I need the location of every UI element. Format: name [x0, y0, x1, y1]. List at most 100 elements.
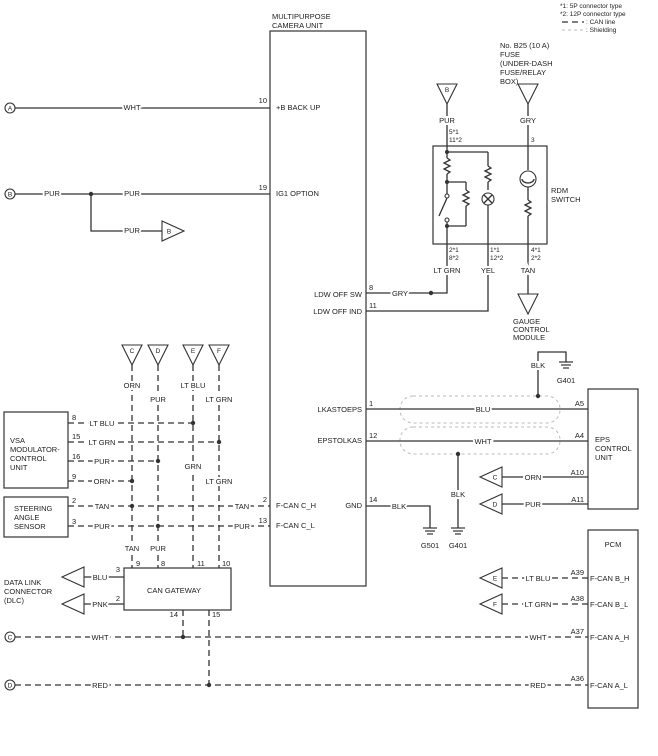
junction-shield-top: [535, 393, 541, 399]
wire-label-pur-rdm: PUR: [439, 116, 455, 125]
gateway-pin-10: 10: [222, 559, 230, 568]
vsa-pin-16: 16: [72, 452, 80, 461]
camera-pin-ig1: 19: [259, 183, 267, 192]
vsa-line-4: UNIT: [10, 463, 28, 472]
pcm-pin-a36: A36: [571, 674, 584, 683]
vsa-line-3: CONTROL: [10, 454, 47, 463]
connector-e-pcm: E: [478, 567, 503, 589]
connector-d-eps-label: D: [493, 502, 498, 509]
connector-d-top: D: [147, 344, 169, 367]
steering-angle-sensor: STEERING ANGLE SENSOR 2 3: [3, 496, 76, 538]
rdm-pin-ltgrn-a: 2*1: [449, 247, 459, 254]
eps-box: [587, 388, 639, 510]
gateway-pin-3: 3: [116, 565, 120, 574]
dlc-arrow-blu: [60, 566, 85, 588]
pcm-title: PCM: [605, 540, 622, 549]
gateway-box: [123, 567, 232, 611]
camera-pin-backup: 10: [259, 96, 267, 105]
camera-label-backup: +B BACK UP: [276, 103, 320, 112]
wire-label-ltblu-top: LT BLU: [181, 381, 206, 390]
connector-e-top: E: [182, 344, 204, 367]
wire-label-ltgrn-pcm: LT GRN: [525, 600, 552, 609]
wire-label-wht-a: WHT: [123, 103, 140, 112]
wire-label-red-d1: RED: [92, 681, 108, 690]
camera-pin-fcanl: 13: [259, 516, 267, 525]
dlc-line-3: (DLC): [4, 596, 25, 605]
wire-label-blk-gnd: BLK: [392, 502, 406, 511]
connector-f-pcm-label: F: [493, 602, 497, 609]
fuse-line-4: FUSE/RELAY: [500, 68, 546, 77]
wire-label-pur-steer: PUR: [94, 522, 110, 531]
wire-label-tan-gauge: TAN: [521, 266, 535, 275]
rdm-switch-line-1: RDM: [551, 186, 568, 195]
wire-label-blu-dlc: BLU: [93, 573, 108, 582]
camera-unit-title-2: CAMERA UNIT: [272, 21, 324, 30]
wire-label-pur-bottom: PUR: [150, 544, 166, 553]
gauge-line-3: MODULE: [513, 333, 545, 342]
rdm-pin-tan-b: 2*2: [531, 255, 541, 262]
steering-pin-3: 3: [72, 517, 76, 526]
legend: *1: 5P connector type *2: 12P connector …: [560, 3, 626, 34]
rdm-pin-ltgrn-b: 8*2: [449, 255, 459, 262]
gateway-pin-11: 11: [197, 559, 205, 568]
gateway-pin-8: 8: [161, 559, 165, 568]
rdm-pin-tan-a: 4*1: [531, 247, 541, 254]
vsa-pin-9: 9: [72, 472, 76, 481]
wire-label-red-d2: RED: [530, 681, 546, 690]
vsa-line-2: MODULATOR-: [10, 445, 60, 454]
camera-unit-title-1: MULTIPURPOSE: [272, 12, 331, 21]
wire-blk-g401-top: [537, 351, 567, 396]
wire-label-tan-bottom: TAN: [125, 544, 139, 553]
connector-b-top-label: B: [445, 87, 449, 94]
connector-d-bottom: D: [4, 679, 16, 691]
camera-pin-lkas: 1: [369, 399, 373, 408]
camera-label-fcanl: F-CAN C_L: [276, 521, 315, 530]
pcm-label-a36: F-CAN A_L: [590, 681, 628, 690]
gateway-pin-14: 14: [170, 610, 178, 619]
rdm-pin-yel-a: 1*1: [490, 247, 500, 254]
ground-g401-bottom: G401: [449, 527, 467, 550]
steering-pin-2: 2: [72, 496, 76, 505]
wire-label-pur-b2: PUR: [124, 189, 140, 198]
gauge-label: GAUGE CONTROL MODULE: [513, 317, 550, 342]
connector-f-pcm: F: [478, 593, 503, 615]
rdm-pin-yel-b: 12*2: [490, 255, 504, 262]
legend-shielding: : Shielding: [586, 27, 617, 34]
wire-label-blu-lkas: BLU: [476, 405, 491, 414]
rdm-pin-pur-a: 5*1: [449, 129, 459, 136]
gauge-line-1: GAUGE: [513, 317, 540, 326]
connector-c-top: C: [121, 344, 143, 367]
eps-line-3: UNIT: [595, 453, 613, 462]
camera-label-ig1: IG1 OPTION: [276, 189, 319, 198]
wire-label-tan-camera: TAN: [235, 502, 249, 511]
rdm-switch-box: [432, 145, 548, 245]
pcm-pin-a39: A39: [571, 568, 584, 577]
junction-shield-bottom: [455, 451, 461, 457]
can-gateway: CAN GATEWAY 3 2 9 8 11 10 14 15: [116, 559, 232, 619]
wire-label-yel: YEL: [481, 266, 495, 275]
wire-label-ltgrn-top: LT GRN: [206, 395, 233, 404]
wire-label-gry-rdm: GRY: [520, 116, 536, 125]
connector-a-label: A: [8, 106, 13, 113]
connector-b-top: B: [436, 83, 458, 106]
gateway-pin-2: 2: [116, 594, 120, 603]
camera-pin-gnd: 14: [369, 495, 377, 504]
wire-label-pur-camera: PUR: [234, 522, 250, 531]
ground-g401-top-label: G401: [557, 376, 575, 385]
connector-a: A: [4, 102, 16, 114]
wire-label-ltblu-vsa: LT BLU: [90, 419, 115, 428]
fuse-line-5: BOX): [500, 77, 519, 86]
junction-vsa-orn: [129, 478, 135, 484]
fuse-line-1: No. B25 (10 A): [500, 41, 550, 50]
wire-label-wht-eps: WHT: [474, 437, 491, 446]
camera-pin-ldw-ind: 11: [369, 301, 377, 310]
steering-line-2: ANGLE: [14, 513, 39, 522]
steering-line-3: SENSOR: [14, 522, 46, 531]
vsa-modulator-unit: VSA MODULATOR- CONTROL UNIT 8 15 16 9: [3, 411, 80, 489]
wire-gnd-g501: [366, 505, 431, 528]
camera-label-gnd: GND: [345, 501, 362, 510]
pcm: PCM F-CAN B_H F-CAN B_L F-CAN A_H F-CAN …: [571, 529, 639, 709]
fuse-line-3: (UNDER-DASH: [500, 59, 553, 68]
wire-label-ltgrn-mid: LT GRN: [206, 477, 233, 486]
eps-line-2: CONTROL: [595, 444, 632, 453]
